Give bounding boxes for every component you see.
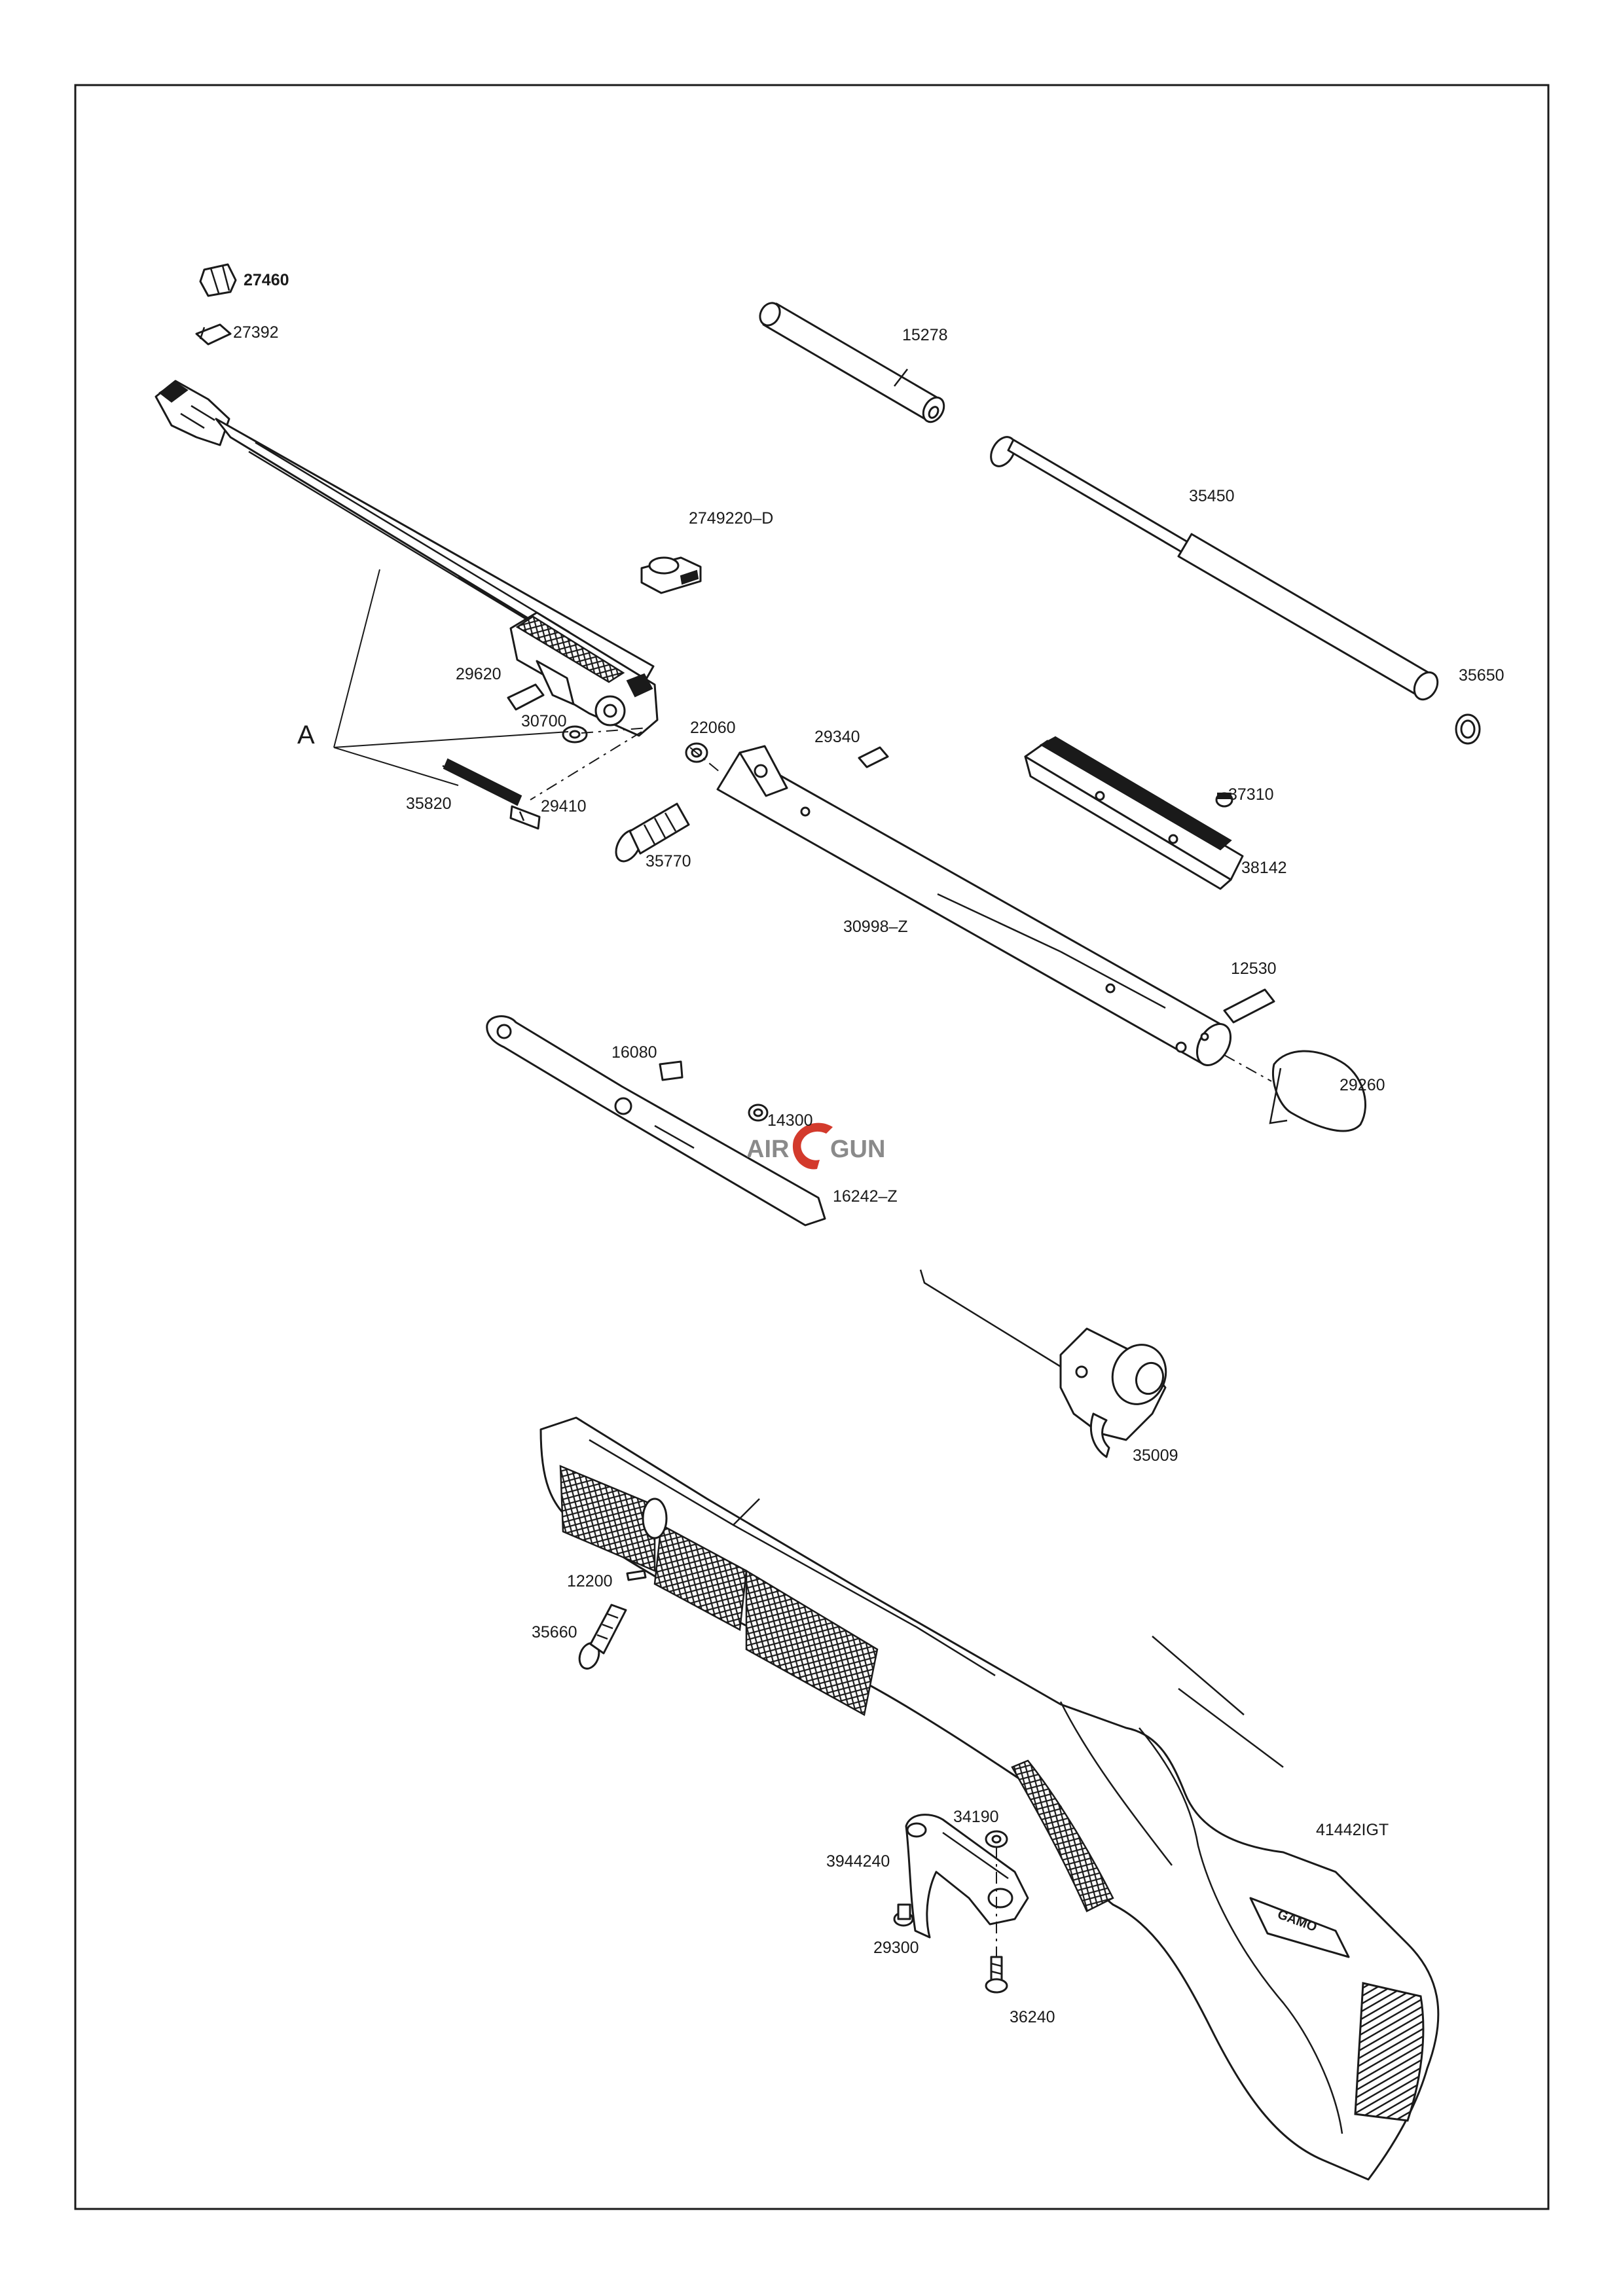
part-3944240-trigger-guard <box>905 1814 1029 1939</box>
label-29260: 29260 <box>1340 1076 1385 1094</box>
label-30998-z: 30998–Z <box>843 918 908 936</box>
label-12530: 12530 <box>1231 960 1277 978</box>
part-29340-pin <box>858 746 889 768</box>
part-27392-front-sight-insert <box>195 323 232 346</box>
part-36240-screw <box>985 1956 1008 1994</box>
part-27460-muzzle-ring <box>199 263 237 297</box>
label-35009: 35009 <box>1133 1446 1178 1465</box>
label-16080: 16080 <box>611 1043 657 1062</box>
watermark-left: AIR <box>746 1136 789 1163</box>
reference-a-leaders <box>333 569 569 786</box>
label-14300: 14300 <box>767 1111 813 1130</box>
label-29340: 29340 <box>814 728 860 746</box>
label-35660: 35660 <box>532 1623 577 1641</box>
label-36240: 36240 <box>1010 2008 1055 2026</box>
part-29260-end-cap <box>1269 1050 1366 1132</box>
part-34190-washer <box>985 1830 1008 1848</box>
label-35650: 35650 <box>1459 666 1504 685</box>
drawing-frame <box>74 84 1550 2210</box>
label-29300: 29300 <box>873 1939 919 1957</box>
part-37310-screw <box>1215 792 1233 808</box>
assembly-line-tube <box>689 747 721 773</box>
label-35450: 35450 <box>1189 487 1235 505</box>
part-12200-pin <box>626 1570 647 1581</box>
label-41442igt: 41442IGT <box>1316 1821 1389 1839</box>
part-29620-pin <box>507 683 545 711</box>
part-35450-gas-ram <box>990 436 1439 701</box>
label-16242-z: 16242–Z <box>833 1187 898 1206</box>
label-29620: 29620 <box>456 665 501 683</box>
label-27392: 27392 <box>233 323 279 342</box>
part-29300-screw <box>893 1903 914 1927</box>
label-29410: 29410 <box>541 797 587 816</box>
label-15278: 15278 <box>902 326 948 344</box>
watermark-logo: AIR GUN <box>746 1122 885 1170</box>
label-35770: 35770 <box>646 852 691 870</box>
label-27460: 27460 <box>244 271 289 289</box>
watermark-right: GUN <box>830 1136 885 1163</box>
label-22060: 22060 <box>690 719 736 737</box>
part-35660-stock-screw <box>578 1604 627 1670</box>
label-2749220-d: 2749220–D <box>689 509 773 528</box>
assembly-line-cap <box>1224 1054 1272 1082</box>
part-barrel-assembly <box>155 380 659 737</box>
label-34190: 34190 <box>953 1808 999 1826</box>
label-38142: 38142 <box>1241 859 1287 877</box>
part-30998-z-compression-tube <box>716 745 1232 1066</box>
label-30700: 30700 <box>521 712 567 730</box>
part-12530-pin <box>1223 988 1275 1024</box>
label-3944240: 3944240 <box>826 1852 890 1871</box>
label-37310: 37310 <box>1228 785 1274 804</box>
label-12200: 12200 <box>567 1572 613 1590</box>
part-16080-clip <box>659 1060 684 1081</box>
label-a: A <box>297 721 315 749</box>
part-16242-z-cocking-lever <box>486 1015 826 1227</box>
part-35770-axle-screw <box>615 802 690 863</box>
part-38142-scope-rail <box>1024 736 1244 890</box>
part-2749220-d-rear-sight <box>640 556 702 594</box>
part-14300-washer <box>748 1103 769 1122</box>
part-29410-pin <box>509 805 541 830</box>
part-30700-screw <box>562 725 588 744</box>
part-15278-silencer-sleeve <box>759 302 945 423</box>
label-35820: 35820 <box>406 795 452 813</box>
part-35009-trigger-unit <box>919 1269 1167 1458</box>
part-41442igt-stock: GAMO <box>539 1416 1440 2181</box>
assembly-line-a <box>530 727 649 800</box>
part-35820-spring <box>442 758 522 806</box>
part-35650-seal-ring <box>1455 713 1481 745</box>
watermark-mark <box>792 1122 833 1170</box>
